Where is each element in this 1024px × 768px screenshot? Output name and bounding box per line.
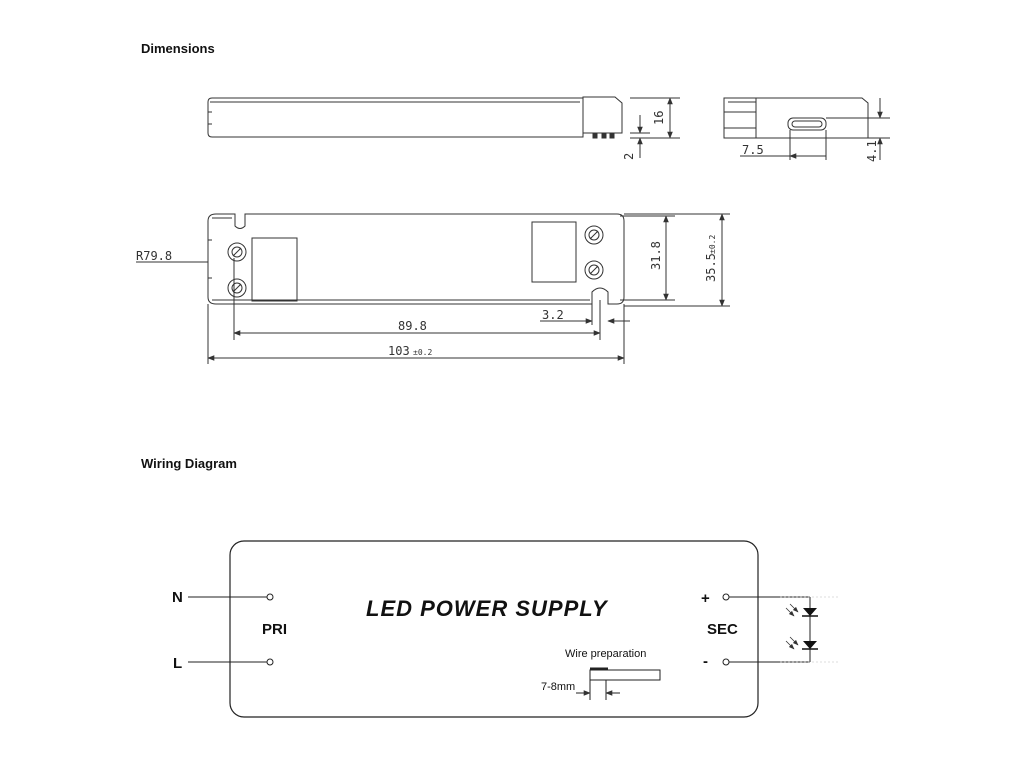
supply-title: LED POWER SUPPLY — [366, 596, 609, 621]
power-supply-box — [229, 540, 759, 718]
led-icon — [785, 636, 818, 650]
terminal-n — [266, 593, 274, 601]
wiring-diagram-heading: Wiring Diagram — [141, 456, 237, 471]
wire-strip-icon — [576, 667, 661, 700]
strip-length-label: 7-8mm — [541, 681, 575, 693]
primary-label: PRI — [262, 621, 287, 638]
led-icon — [785, 603, 818, 617]
screw-terminal — [227, 242, 247, 262]
dim-connector-height: 4.1 — [865, 140, 879, 162]
end-view — [723, 97, 890, 160]
dim-inner-height: 31.8 — [649, 241, 663, 270]
screw-terminal — [584, 225, 604, 245]
dim-height: 16 — [652, 111, 666, 125]
dim-slot-width: 3.2 — [542, 308, 564, 322]
terminal-plus — [722, 593, 730, 601]
dim-outer-height: 35.5 ±0.2 — [704, 235, 718, 282]
dim-outer-height-value: 35.5 — [704, 253, 718, 282]
terminal-l — [266, 658, 274, 666]
dim-length-value: 103 — [388, 344, 410, 358]
top-view — [136, 213, 730, 364]
neutral-label: N — [172, 589, 183, 606]
screw-terminal — [584, 260, 604, 280]
dim-connector-offset: 7.5 — [742, 143, 764, 157]
secondary-label: SEC — [707, 621, 738, 638]
dim-length-tol: ±0.2 — [413, 348, 432, 357]
dim-hole-spacing: 89.8 — [398, 319, 427, 333]
input-wires — [188, 593, 274, 666]
wire-prep-label: Wire preparation — [565, 648, 646, 660]
terminal-minus — [722, 658, 730, 666]
plus-label: + — [701, 590, 710, 607]
dim-radius: R79.8 — [136, 249, 172, 263]
live-label: L — [173, 655, 182, 672]
dim-foot: 2 — [622, 153, 636, 160]
dim-outer-height-tol: ±0.2 — [708, 235, 717, 254]
side-view — [207, 96, 680, 158]
dimensions-heading: Dimensions — [141, 41, 215, 56]
minus-label: - — [703, 653, 708, 670]
